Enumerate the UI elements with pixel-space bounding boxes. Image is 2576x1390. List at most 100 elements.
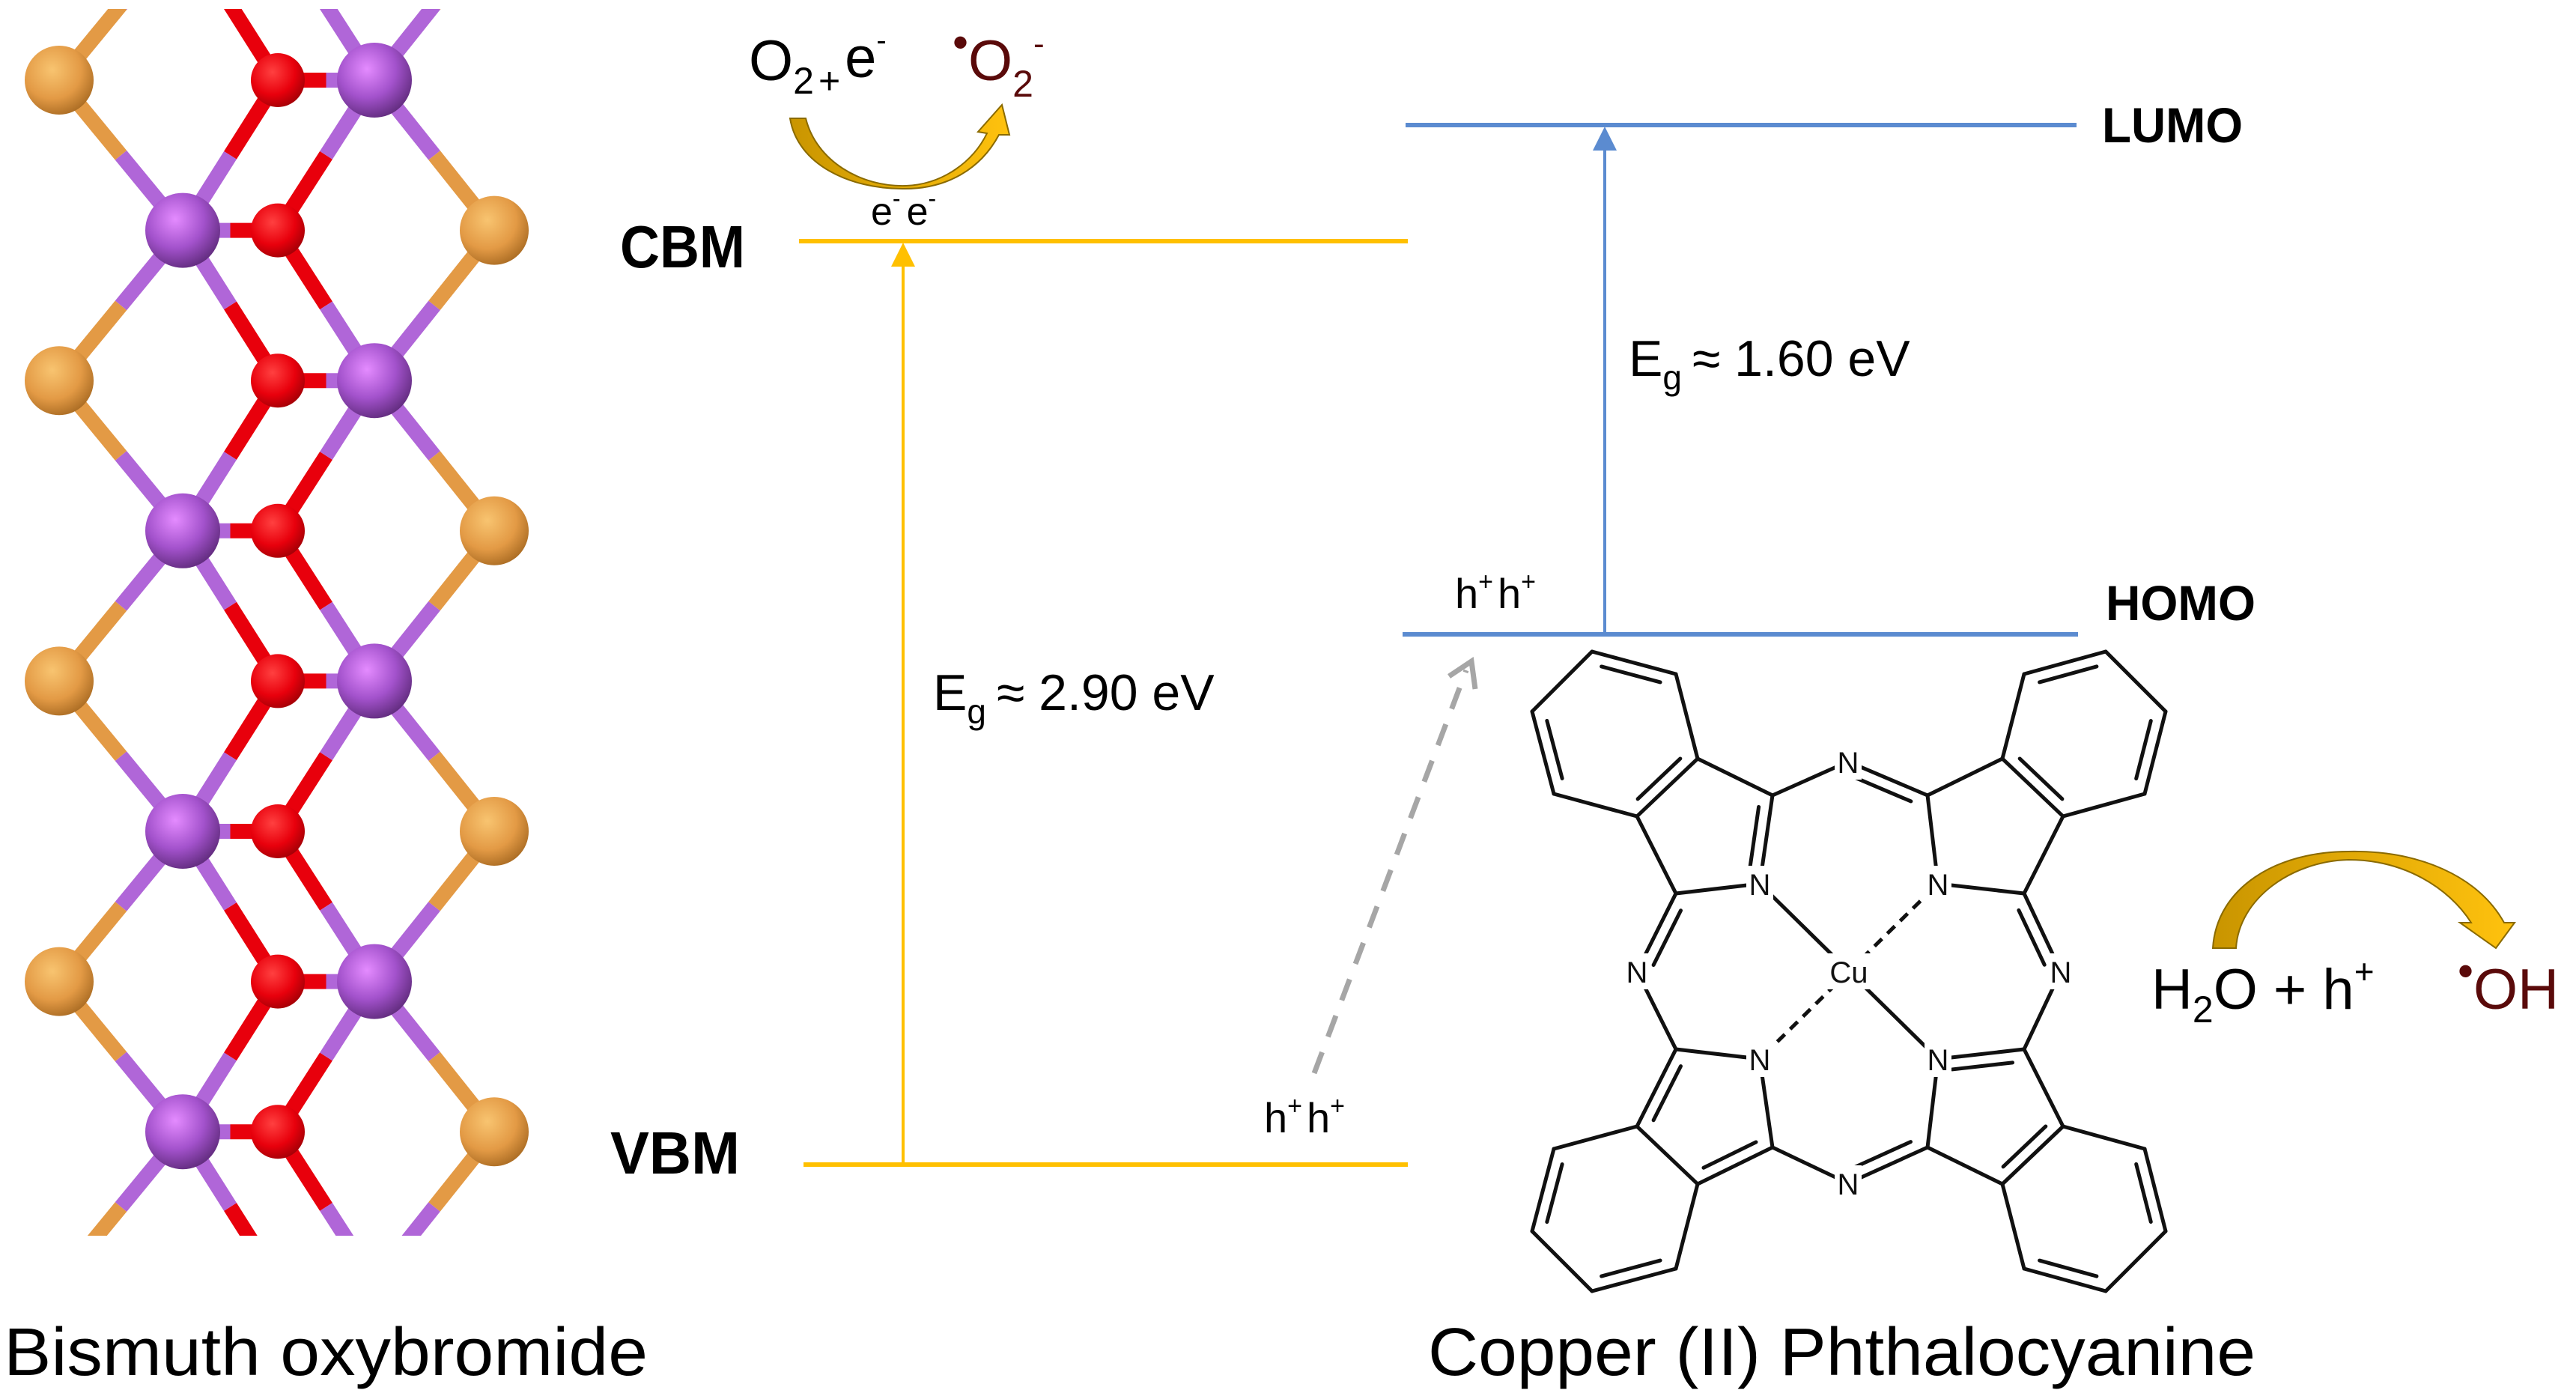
atom-br <box>460 1097 529 1167</box>
atom-label-meso-nitrogen: N <box>1838 1168 1859 1201</box>
biobr-band-gap-label: Eg≈ 2.90 eV <box>933 664 1215 731</box>
crystal-bonds <box>53 9 500 1236</box>
mol-double-bond-inner <box>1853 775 1913 804</box>
mol-single-bond <box>2061 1124 2147 1151</box>
mol-double-bond <box>2000 756 2065 819</box>
crystal-atoms <box>25 43 529 1170</box>
hydroxyl-reaction: H2O + h+ •OH <box>2151 850 2559 1031</box>
eg-symbol: E <box>933 664 967 721</box>
mol-single-bond <box>1695 756 1775 798</box>
atom-label-background <box>1825 953 1873 989</box>
atom-o <box>251 53 305 107</box>
atom-label-meso-nitrogen: N <box>2050 956 2072 989</box>
atom-label-meso-nitrogen: N <box>1626 956 1648 989</box>
mol-single-bond <box>2000 1182 2026 1271</box>
atom-bi <box>145 794 220 869</box>
h2o-plus-h-label: H2O + h+ <box>2151 952 2375 1031</box>
mol-single-bond <box>2061 792 2147 819</box>
cupc-orbitals: LUMO HOMO Eg≈ 1.60 eV h+h+ <box>1403 97 2255 637</box>
atom-br <box>460 496 529 565</box>
mol-double-bond <box>1695 1145 1775 1186</box>
mol-single-bond <box>1674 1047 1762 1061</box>
mol-double-bond-inner <box>2001 1124 2048 1169</box>
homo-holes-label: h+h+ <box>1455 568 1536 617</box>
atom-o <box>251 654 305 708</box>
cbm-label: CBM <box>620 213 745 280</box>
biobr-band-edges: CBM VBM Eg≈ 2.90 eV e-e- h+h+ <box>610 185 1408 1186</box>
mol-single-bond <box>1635 1124 1700 1186</box>
mol-double-bond-inner <box>1651 908 1683 968</box>
atom-o <box>251 954 305 1009</box>
atom-br <box>25 346 94 416</box>
atom-label-background <box>2047 953 2074 989</box>
mol-single-bond <box>2022 814 2065 896</box>
mol-double-bond-inner <box>1748 804 1761 871</box>
atom-bi <box>337 643 412 719</box>
atom-br <box>460 195 529 265</box>
atom-label-background <box>1623 953 1650 989</box>
atom-bi <box>337 43 412 118</box>
atom-label-background <box>1746 1041 1773 1077</box>
mol-single-bond <box>1530 1229 1594 1293</box>
mol-double-bond <box>1635 1047 1678 1129</box>
atom-bi <box>337 944 412 1019</box>
mol-double-bond-inner <box>1635 756 1683 801</box>
crystal-bond-o-bi <box>320 9 321 10</box>
molecule-bonds <box>1530 649 2168 1293</box>
cbm-electrons-label: e-e- <box>871 185 936 234</box>
crystal-bond-o-bi <box>224 1203 258 1236</box>
mol-double-bond-inner <box>2134 719 2153 781</box>
atom-label-pyrrole-nitrogen: N <box>1928 1044 1949 1077</box>
mol-double-bond-inner <box>1853 1140 1913 1169</box>
crystal-bond-br-bi <box>439 9 441 10</box>
biobr-caption: Bismuth oxybromide <box>4 1315 648 1390</box>
atom-label-background <box>1746 866 1773 902</box>
mol-double-bond <box>2000 1124 2065 1186</box>
mol-single-bond <box>1552 1124 1639 1151</box>
mol-double-bond-inner <box>1600 664 1662 685</box>
mol-single-bond <box>1552 792 1639 819</box>
eg-value: ≈ 2.90 eV <box>997 664 1215 721</box>
mol-double-bond-inner <box>1600 1258 1662 1278</box>
atom-o <box>251 804 305 858</box>
crystal-bond-bi-br <box>401 1202 440 1236</box>
hole-transfer-arrow <box>1311 656 1478 1075</box>
mol-double-bond-inner <box>2038 1258 2099 1278</box>
mol-single-bond <box>1674 881 1762 896</box>
mol-single-bond <box>1530 649 1594 714</box>
atom-bi <box>145 192 220 268</box>
mol-double-bond-inner <box>2134 1162 2153 1224</box>
mol-double-bond-inner <box>2038 664 2099 685</box>
atom-o <box>251 503 305 558</box>
mol-double-bond-inner <box>2017 908 2047 967</box>
hydroxyl-curved-arrow <box>2211 850 2516 950</box>
mol-double-bond <box>1590 649 1678 676</box>
mol-double-bond <box>1530 1147 1556 1233</box>
mol-double-bond <box>1936 1047 2026 1061</box>
mol-single-bond <box>2022 1047 2065 1129</box>
atom-label-background <box>1925 1041 1951 1077</box>
mol-double-bond <box>1635 756 1700 819</box>
cupc-band-gap-label: Eg≈ 1.60 eV <box>1629 330 1910 397</box>
atom-o <box>251 1105 305 1159</box>
mol-single-bond <box>1674 1182 1700 1271</box>
atom-label-background <box>1835 744 1862 780</box>
atom-label-pyrrole-nitrogen: N <box>1749 869 1771 902</box>
atom-label-background <box>1925 866 1951 902</box>
mol-single-bond <box>1674 672 1700 761</box>
atom-o <box>251 353 305 408</box>
mol-double-bond <box>2022 1266 2108 1293</box>
superoxide-reaction: O2+e- •O2- <box>749 17 1045 190</box>
mol-double-bond-inner <box>2017 756 2065 801</box>
crystal-bond-bi-o <box>224 9 225 10</box>
mol-single-bond <box>1635 814 1678 896</box>
vbm-label: VBM <box>610 1120 740 1186</box>
atom-label-pyrrole-nitrogen: N <box>1749 1044 1771 1077</box>
mol-double-bond <box>2142 709 2168 796</box>
mol-double-bond <box>1530 709 1556 796</box>
atom-br <box>25 46 94 115</box>
mol-single-bond <box>1925 756 2005 798</box>
mol-double-bond-inner <box>1950 1060 2015 1072</box>
